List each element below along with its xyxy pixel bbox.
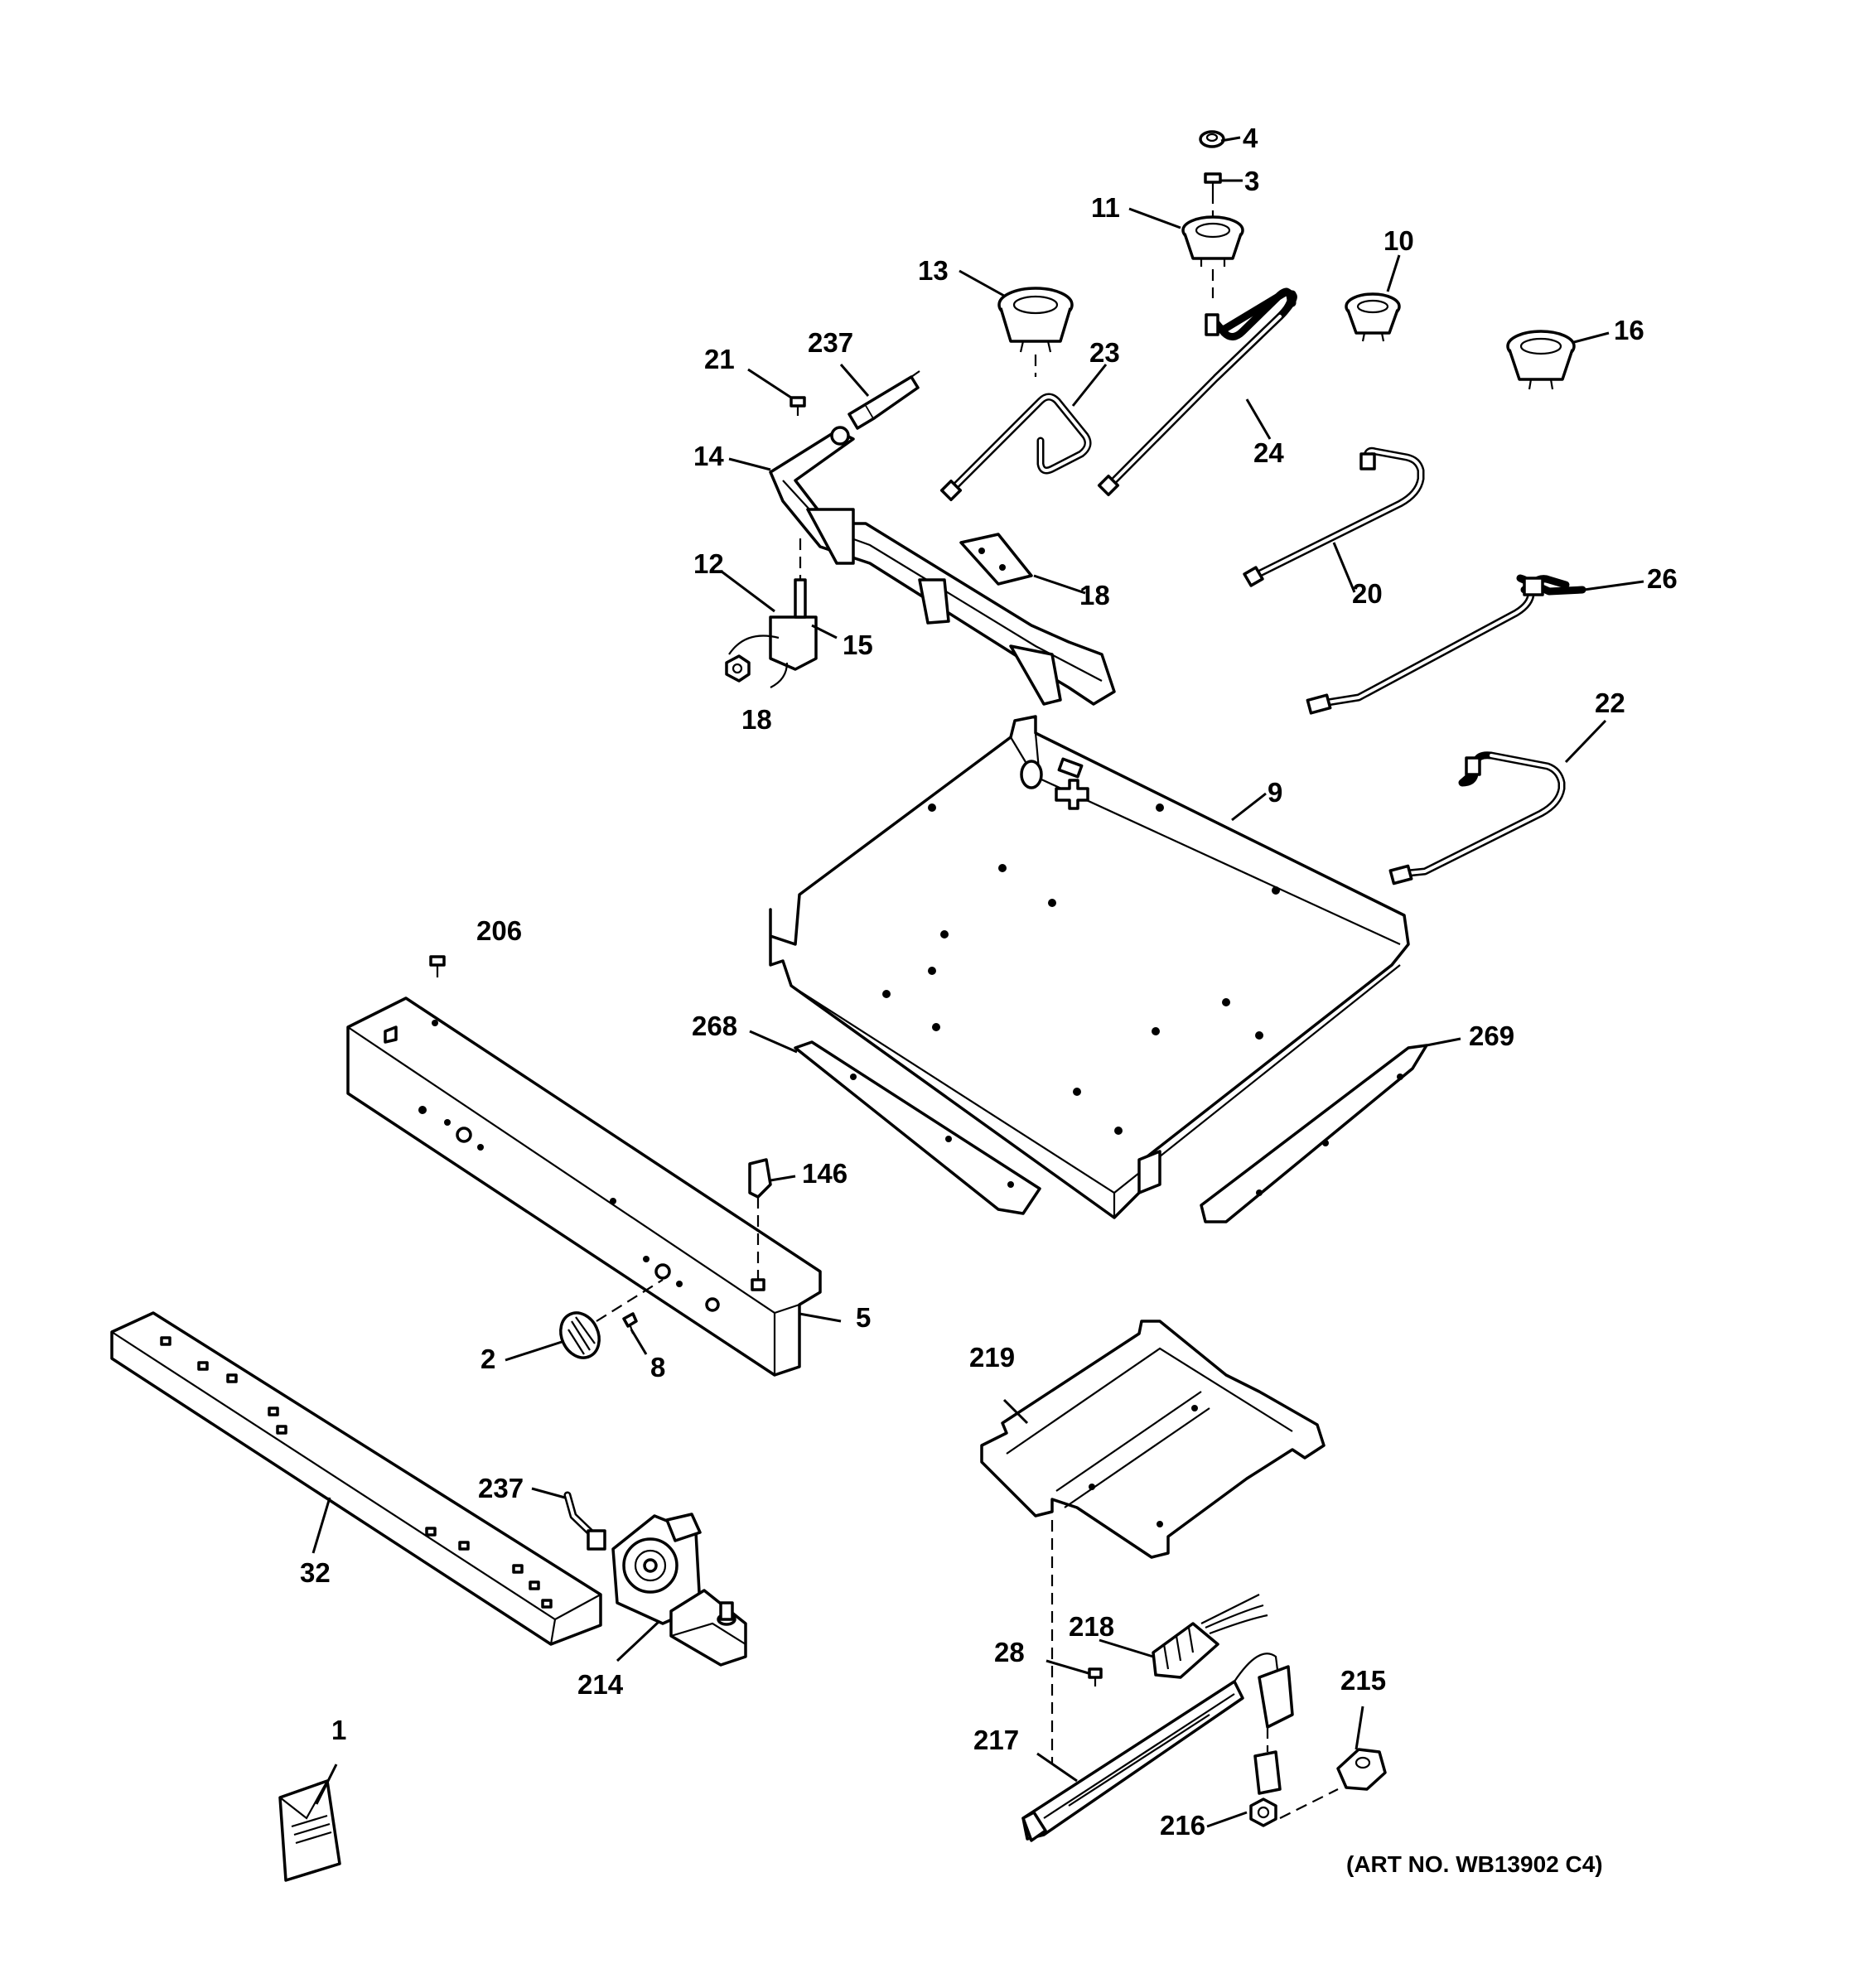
- callout-18-left: 18: [741, 704, 772, 735]
- callout-12: 12: [693, 548, 724, 579]
- screw-part-8: [622, 1312, 638, 1334]
- connector-part-218: [1152, 1594, 1268, 1679]
- callout-206: 206: [476, 915, 522, 946]
- burner-head-part-16: [1506, 330, 1576, 390]
- callout-21: 21: [704, 344, 735, 374]
- strip-part-269: [1200, 1044, 1428, 1223]
- callout-237-top: 237: [808, 327, 853, 358]
- callout-13: 13: [918, 255, 949, 286]
- screw-part-21: [790, 396, 806, 416]
- callout-146: 146: [802, 1158, 847, 1189]
- callout-32: 32: [300, 1557, 331, 1588]
- tube-part-24: [1097, 287, 1297, 497]
- callout-218: 218: [1069, 1611, 1114, 1642]
- clip-part-215: [1336, 1748, 1387, 1791]
- callout-215: 215: [1340, 1665, 1386, 1696]
- callout-23: 23: [1089, 337, 1120, 368]
- control-panel-part-5: [346, 996, 822, 1377]
- fitting-part-237-bottom: [563, 1491, 606, 1551]
- screw-part-206: [429, 955, 446, 977]
- callout-20: 20: [1352, 578, 1383, 609]
- callout-28: 28: [994, 1637, 1025, 1667]
- art-number: (ART NO. WB13902 C4): [1346, 1851, 1603, 1877]
- tube-part-22: [1388, 751, 1566, 885]
- callout-214: 214: [577, 1669, 624, 1700]
- burner-head-part-10: [1345, 292, 1401, 342]
- nut-part-216: [1249, 1797, 1277, 1827]
- callout-9: 9: [1268, 777, 1282, 808]
- callout-10: 10: [1384, 225, 1414, 256]
- burner-head-part-11: [1181, 215, 1244, 267]
- manifold-part-14: [769, 426, 1116, 706]
- tube-part-20: [1243, 446, 1425, 587]
- callout-237-bottom: 237: [478, 1473, 524, 1503]
- tube-part-26: [1306, 574, 1586, 715]
- callout-2: 2: [480, 1344, 495, 1374]
- callout-18-right: 18: [1079, 580, 1110, 610]
- callout-269: 269: [1469, 1021, 1514, 1051]
- literature-part-1: [278, 1779, 341, 1882]
- shield-part-219: [980, 1320, 1326, 1559]
- valve-part-214: [611, 1513, 747, 1667]
- callout-24: 24: [1253, 437, 1284, 468]
- fitting-part-237-top: [847, 370, 920, 430]
- trim-part-32: [110, 1311, 602, 1646]
- knob-part-2: [559, 1311, 601, 1359]
- bracket-part-217: [1021, 1653, 1294, 1842]
- callout-216: 216: [1160, 1810, 1205, 1841]
- tube-part-23: [939, 393, 1092, 502]
- bracket-part-18-right: [959, 533, 1033, 586]
- callout-11: 11: [1091, 192, 1120, 223]
- callout-4: 4: [1243, 123, 1258, 153]
- screw-part-28: [1088, 1667, 1103, 1686]
- callout-3: 3: [1244, 166, 1259, 196]
- callout-8: 8: [650, 1352, 665, 1382]
- nut-part-18-left: [725, 654, 751, 683]
- callout-22: 22: [1595, 688, 1625, 718]
- callout-15: 15: [843, 630, 873, 660]
- callout-1: 1: [331, 1715, 346, 1745]
- callout-5: 5: [856, 1302, 871, 1333]
- callout-16: 16: [1614, 315, 1644, 345]
- electrode-part-12: [728, 538, 818, 688]
- callout-268: 268: [692, 1011, 737, 1041]
- strip-part-268: [794, 1040, 1041, 1215]
- callout-219: 219: [969, 1342, 1015, 1373]
- burner-head-part-13: [997, 287, 1074, 353]
- callout-217: 217: [973, 1725, 1019, 1755]
- screw-part-3: [1204, 172, 1222, 192]
- clip-part-146: [748, 1158, 772, 1291]
- callout-14: 14: [693, 441, 724, 471]
- nut-part-4: [1199, 130, 1225, 148]
- callout-26: 26: [1647, 563, 1678, 594]
- burner-box-part-9: [769, 715, 1410, 1219]
